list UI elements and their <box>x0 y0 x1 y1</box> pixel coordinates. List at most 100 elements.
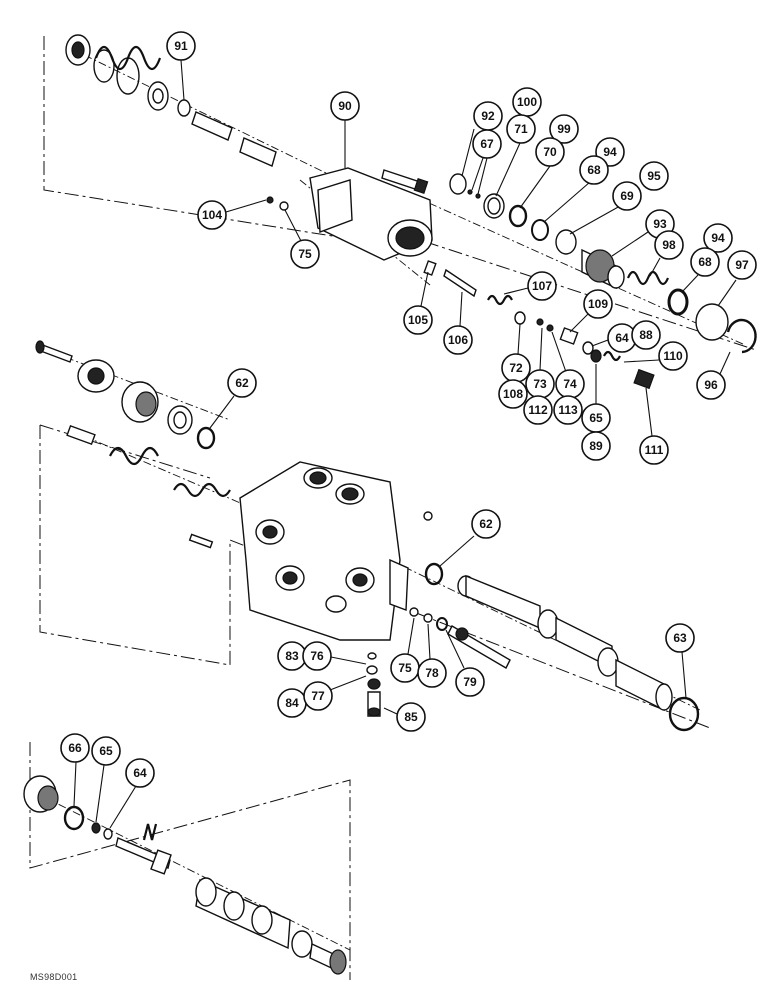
callout-72: 72 <box>501 323 531 383</box>
callout-105: 105 <box>403 271 433 335</box>
svg-text:65: 65 <box>99 744 113 758</box>
svg-text:112: 112 <box>528 403 548 417</box>
callout-94-upper: 94 <box>595 137 625 167</box>
callout-75-lower: 75 <box>390 617 420 683</box>
svg-text:78: 78 <box>425 666 439 680</box>
svg-text:110: 110 <box>663 349 683 363</box>
svg-text:108: 108 <box>503 387 523 401</box>
callout-107: 107 <box>503 271 557 301</box>
callout-100: 100 <box>512 87 542 117</box>
svg-text:64: 64 <box>133 766 147 780</box>
svg-text:71: 71 <box>514 122 528 136</box>
svg-text:68: 68 <box>587 163 601 177</box>
svg-text:79: 79 <box>463 675 477 689</box>
callout-98: 98 <box>649 230 684 277</box>
svg-text:73: 73 <box>533 377 547 391</box>
svg-text:69: 69 <box>620 189 634 203</box>
callout-74: 74 <box>551 331 585 399</box>
callout-96: 96 <box>696 351 731 400</box>
svg-text:92: 92 <box>481 109 495 123</box>
svg-text:98: 98 <box>662 238 676 252</box>
large-spring <box>93 45 162 95</box>
svg-text:113: 113 <box>558 403 578 417</box>
svg-text:95: 95 <box>647 169 661 183</box>
svg-text:76: 76 <box>310 649 324 663</box>
callout-111: 111 <box>639 387 669 465</box>
svg-text:111: 111 <box>645 443 664 457</box>
svg-text:94: 94 <box>711 231 725 245</box>
svg-text:105: 105 <box>408 313 428 327</box>
callout-113: 113 <box>553 395 583 425</box>
callout-76: 76 <box>302 641 367 671</box>
svg-text:66: 66 <box>68 741 82 755</box>
long-spool <box>457 574 673 712</box>
callout-68-lower: 68 <box>681 247 720 293</box>
callouts: 91 90 92 100 67 71 99 70 94 68 95 69 93 … <box>60 31 757 829</box>
middle-assembly <box>35 340 701 732</box>
callout-109: 109 <box>569 289 613 333</box>
callout-78: 78 <box>417 623 447 688</box>
callout-73: 73 <box>525 327 555 399</box>
piston-93 <box>581 248 625 290</box>
svg-text:89: 89 <box>589 439 603 453</box>
svg-text:68: 68 <box>698 255 712 269</box>
callout-92: 92 <box>461 101 503 177</box>
svg-text:62: 62 <box>479 517 493 531</box>
callout-97: 97 <box>717 250 757 307</box>
svg-text:107: 107 <box>532 279 552 293</box>
callout-69: 69 <box>569 181 642 235</box>
callout-65-upper: 65 <box>581 364 611 433</box>
callout-62-right: 62 <box>439 509 501 567</box>
callout-104: 104 <box>197 199 267 230</box>
callout-91: 91 <box>166 31 196 101</box>
callout-85: 85 <box>383 702 426 732</box>
svg-text:106: 106 <box>448 333 468 347</box>
lower-spool <box>195 877 291 950</box>
svg-text:64: 64 <box>615 331 629 345</box>
callout-65-lower: 65 <box>91 736 121 823</box>
callout-66: 66 <box>60 733 90 807</box>
callout-67: 67 <box>471 129 502 195</box>
callout-108: 108 <box>498 379 528 409</box>
callout-84: 84 <box>277 688 307 718</box>
callout-110: 110 <box>623 341 688 371</box>
svg-text:90: 90 <box>338 99 352 113</box>
callout-88: 88 <box>631 320 661 350</box>
svg-text:94: 94 <box>603 145 617 159</box>
svg-text:77: 77 <box>311 689 325 703</box>
callout-77: 77 <box>303 675 367 711</box>
svg-text:91: 91 <box>174 39 188 53</box>
svg-text:72: 72 <box>509 361 523 375</box>
svg-text:65: 65 <box>589 411 603 425</box>
housing-90 <box>309 167 433 261</box>
callout-68-upper: 68 <box>543 155 609 223</box>
callout-64-lower: 64 <box>109 758 155 829</box>
svg-text:109: 109 <box>588 297 608 311</box>
svg-text:67: 67 <box>480 137 494 151</box>
callout-89: 89 <box>581 431 611 461</box>
svg-text:85: 85 <box>404 710 418 724</box>
svg-text:99: 99 <box>557 122 571 136</box>
callout-94-lower: 94 <box>703 223 733 253</box>
svg-text:70: 70 <box>543 145 557 159</box>
callout-79: 79 <box>445 629 485 697</box>
svg-text:62: 62 <box>235 376 249 390</box>
svg-text:97: 97 <box>735 258 749 272</box>
callout-95: 95 <box>639 161 669 191</box>
callout-99: 99 <box>549 114 579 144</box>
svg-text:88: 88 <box>639 328 653 342</box>
valve-body <box>239 461 409 641</box>
document-code: MS98D001 <box>30 972 78 982</box>
svg-text:84: 84 <box>285 696 299 710</box>
callout-75-upper: 75 <box>284 209 320 269</box>
callout-90: 90 <box>330 91 360 168</box>
svg-text:104: 104 <box>202 208 222 222</box>
callout-71: 71 <box>495 114 536 197</box>
callout-62-left: 62 <box>209 368 257 429</box>
lower-assembly <box>23 775 351 975</box>
svg-text:75: 75 <box>298 247 312 261</box>
callout-83: 83 <box>277 641 307 671</box>
callout-64-upper: 64 <box>591 323 637 353</box>
svg-text:75: 75 <box>398 661 412 675</box>
